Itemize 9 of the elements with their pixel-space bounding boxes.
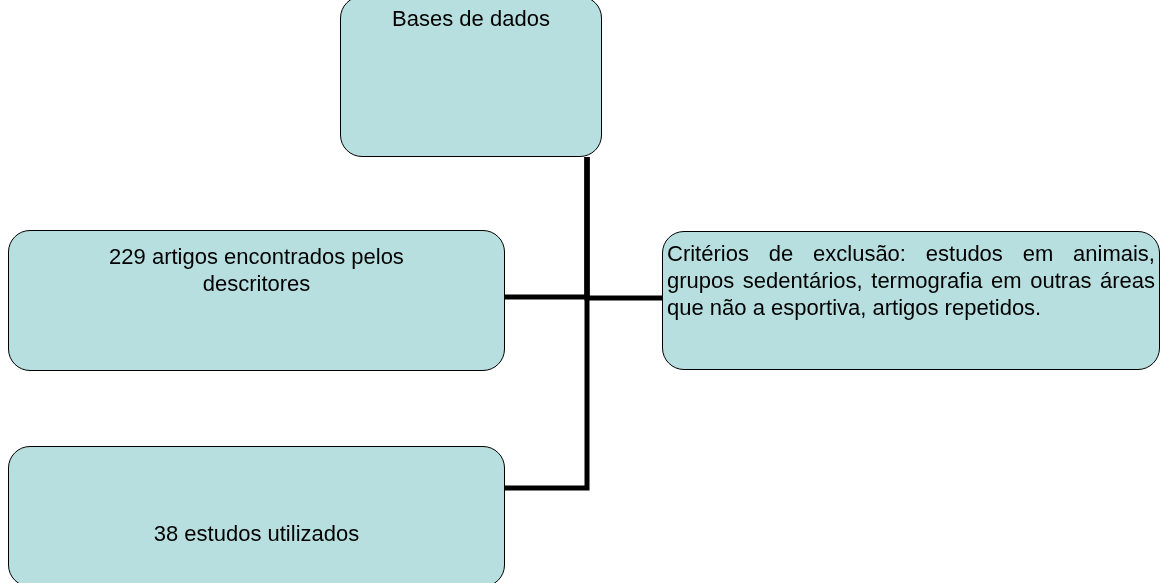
process-box xyxy=(8,230,505,371)
box-text: Bases de dados xyxy=(391,5,551,32)
process-box xyxy=(8,446,505,583)
process-box xyxy=(662,231,1160,370)
box-text: 229 artigos encontrados pelos descritores xyxy=(108,243,405,297)
process-box xyxy=(340,0,602,157)
box-text: 38 estudos utilizados xyxy=(152,520,361,547)
connector-line xyxy=(505,157,590,491)
box-text: Critérios de exclusão: estudos em animais, grupos sedentários, termografia em outras áreas que não a esportiva, artigos repetidos. xyxy=(667,240,1155,321)
